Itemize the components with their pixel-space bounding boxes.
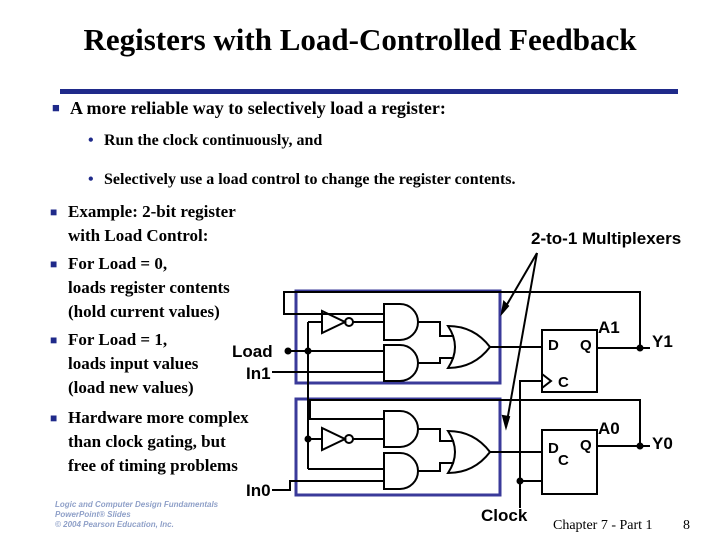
load1-line-1: For Load = 1, [68,330,168,349]
arrow-head-bottom [501,414,511,431]
bullet-load0: ■ For Load = 0, loads register contents … [50,252,230,324]
square-bullet-icon: ■ [50,205,58,219]
page-number: 8 [683,518,690,533]
logo-line-1: Logic and Computer Design Fundamentals [55,500,219,509]
wire [418,357,454,364]
in0-wire [272,480,384,491]
square-bullet-icon: ■ [50,333,58,347]
bullet-example: ■ Example: 2-bit register with Load Cont… [50,200,236,248]
load0-line-1: For Load = 0, [68,254,168,273]
hw-line-2: than clock gating, but [68,432,226,451]
wire [418,321,454,337]
chapter-label: Chapter 7 - Part 1 [553,518,653,533]
bullet-load1: ■ For Load = 1, loads input values (load… [50,328,199,400]
example-line-1: Example: 2-bit register [68,202,236,221]
load0-line-2: loads register contents [68,278,230,297]
feedback-wire-bottom [309,399,641,446]
ff0-d-label: D [548,440,559,457]
arrow-line-top [501,252,538,314]
dot-bullet-icon: • [88,171,94,188]
y1-label: Y1 [652,332,673,351]
subbullet-2-text: Selectively use a load control to change… [104,171,516,188]
and-gate-top-2 [383,344,419,382]
load1-line-3: (load new values) [68,378,194,397]
square-bullet-icon: ■ [50,411,58,425]
and-gate-bottom-2 [383,452,419,490]
hw-line-1: Hardware more complex [68,408,249,427]
ff0-q-label: Q [580,437,592,454]
in1-label: In1 [246,364,271,383]
mux-label: 2-to-1 Multiplexers [531,229,682,248]
logo-line-2: PowerPoint® Slides [55,510,131,519]
subbullet-1: • Run the clock continuously, and [88,131,323,151]
feedback-wire-top [283,291,641,348]
ff1-c-label: C [558,374,569,391]
title-rule [60,89,678,94]
hw-line-3: free of timing problems [68,456,238,475]
publisher-logo: Logic and Computer Design Fundamentals P… [55,500,218,530]
a0-label: A0 [598,419,620,438]
and-gate-bottom-1 [383,410,419,448]
bullet-hardware: ■ Hardware more complex than clock gatin… [50,406,249,478]
arrow-head-top [500,299,510,317]
wire [418,462,454,472]
load-terminal [284,347,292,355]
junction [516,477,524,485]
square-bullet-icon: ■ [52,100,60,115]
clock-label: Clock [481,506,528,525]
wire [418,428,454,442]
or-gate-bottom [446,429,492,475]
subbullet-1-text: Run the clock continuously, and [104,132,323,149]
bullet-main: ■ A more reliable way to selectively loa… [52,96,446,120]
slide-title: Registers with Load-Controlled Feedback [83,22,637,57]
flip-flop-bottom [541,429,598,495]
y0-label: Y0 [652,434,673,453]
flip-flop-top [541,329,598,393]
in0-label: In0 [246,481,271,500]
example-line-2: with Load Control: [68,226,209,245]
load1-line-2: loads input values [68,354,199,373]
and-gate-top-1 [383,303,419,341]
clock-triangle-top [541,373,553,389]
clock-wire [519,380,542,508]
bullet-main-text: A more reliable way to selectively load … [70,98,446,118]
ff1-q-label: Q [580,337,592,354]
arrow-line-bottom [505,252,538,428]
a1-label: A1 [598,318,620,337]
not-gate-bottom [321,426,348,452]
ff1-d-label: D [548,337,559,354]
logo-line-3: © 2004 Pearson Education, Inc. [55,520,174,529]
ff0-c-label: C [558,452,569,469]
load0-line-3: (hold current values) [68,302,220,321]
dot-bullet-icon: • [88,132,94,149]
or-gate-top [446,324,492,370]
square-bullet-icon: ■ [50,257,58,271]
subbullet-2: • Selectively use a load control to chan… [88,170,516,190]
load-label: Load [232,342,273,361]
